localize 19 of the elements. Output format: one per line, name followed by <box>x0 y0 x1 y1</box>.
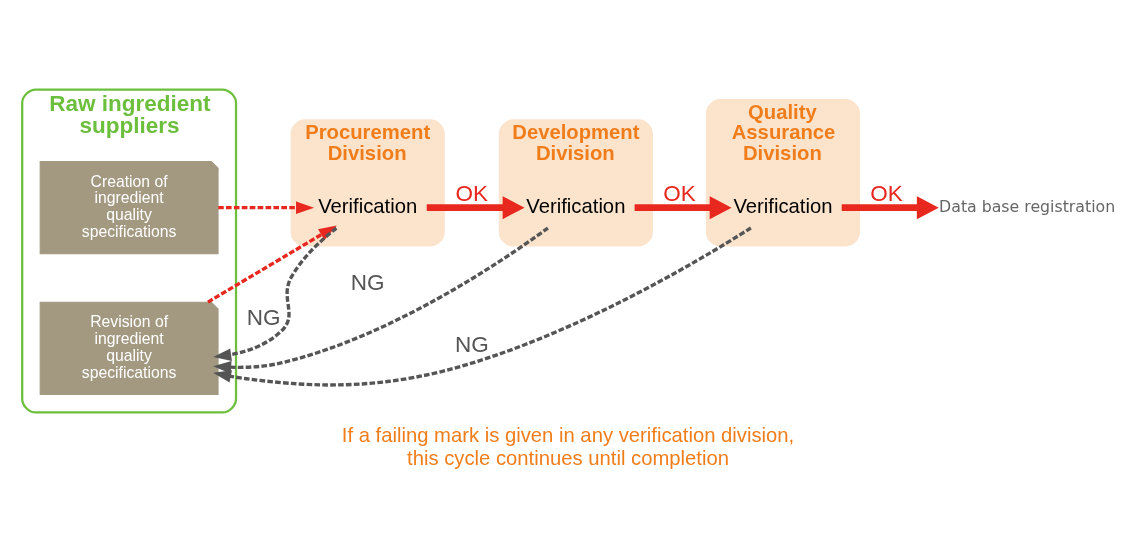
node-text: Verification <box>526 194 626 217</box>
node-text: Verification <box>318 194 418 217</box>
arrow <box>634 196 732 220</box>
edge-label: OK <box>870 180 903 206</box>
edge-label: NG <box>350 269 385 295</box>
arrow <box>426 196 525 220</box>
edge-label: NG <box>246 304 281 330</box>
node-text: Verification <box>733 194 833 217</box>
arrow <box>207 225 337 304</box>
arrow <box>213 226 752 387</box>
arrow <box>841 196 939 220</box>
arrow <box>218 201 315 214</box>
edge-label: OK <box>455 180 489 206</box>
arrow <box>213 226 338 361</box>
edge-label: NG <box>454 331 489 357</box>
caption: If a failing mark is given in any verification division, this cycle continues until completion <box>341 424 795 469</box>
node-text: Data base registration <box>939 196 1116 216</box>
arrow <box>213 226 549 374</box>
edge-label: OK <box>663 180 696 206</box>
